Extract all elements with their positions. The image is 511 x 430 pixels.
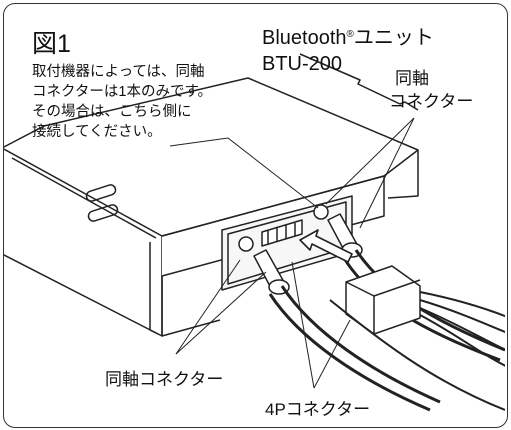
unit-title: Bluetooth®ユニット BTU-200	[262, 22, 434, 77]
registered-mark: ®	[346, 29, 354, 40]
label-coax-right: 同軸 コネクター	[389, 67, 473, 113]
note-line: その場合は、こちら側に	[32, 104, 192, 120]
note-text: 取付機器によっては、同軸 コネクターは1本のみです。 その場合は、こちら側に 接…	[32, 62, 212, 142]
unit-brand: Bluetooth	[262, 27, 347, 49]
unit-model: BTU-200	[262, 53, 343, 75]
label-four-pin: 4Pコネクター	[265, 400, 371, 419]
note-line: 接続してください。	[32, 124, 162, 140]
unit-type: ユニット	[353, 27, 434, 49]
label-coax-right-line1: 同軸	[395, 69, 429, 88]
label-coax-bottom: 同軸コネクター	[105, 370, 224, 389]
note-line: コネクターは1本のみです。	[32, 84, 213, 100]
label-coax-right-line2: コネクター	[389, 92, 474, 111]
figure-title: 図1	[32, 30, 71, 58]
four-pin-plug	[329, 265, 505, 411]
note-line: 取付機器によっては、同軸	[32, 64, 205, 80]
leader-lines	[169, 117, 415, 389]
insert-arrow	[299, 229, 353, 263]
coax-connector-left	[253, 249, 441, 412]
